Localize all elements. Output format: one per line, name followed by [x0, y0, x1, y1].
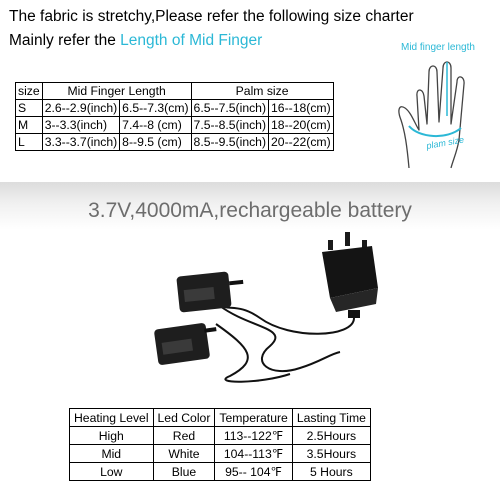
heating-level-header-cell: Heating Level [69, 408, 154, 427]
heat-table-row: High Red 113--122℉ 2.5Hours [69, 426, 371, 445]
size-table-row: M 3--3.3(inch) 7.4--8 (cm) 7.5--8.5(inch… [15, 116, 334, 134]
lasting-time-cell: 3.5Hours [291, 444, 371, 463]
battery-title: 3.7V,4000mA,rechargeable battery [88, 199, 412, 222]
heat-table-row: Mid White 104--113℉ 3.5Hours [69, 444, 371, 463]
battery-charger-photo [154, 232, 378, 383]
led-color-cell: Red [152, 426, 216, 445]
size-header-cell: size [15, 82, 43, 100]
finger-cm-cell: 8--9.5 (cm) [119, 133, 192, 151]
palm-inch-cell: 8.5--9.5(inch) [190, 133, 270, 151]
led-color-cell: Blue [152, 462, 216, 481]
finger-length-label: Mid finger length [401, 42, 475, 53]
finger-cm-cell: 6.5--7.3(cm) [119, 99, 192, 117]
palm-inch-cell: 6.5--7.5(inch) [190, 99, 270, 117]
mid-finger-note-prefix: Mainly refer the [9, 32, 121, 49]
lasting-time-cell: 5 Hours [291, 462, 371, 481]
size-chart-table: size Mid Finger Length Palm size S 2.6--… [15, 82, 334, 151]
mid-finger-note-highlight: Length of Mid Finger [120, 32, 263, 49]
palm-cm-cell: 16--18(cm) [268, 99, 334, 117]
size-cell: L [15, 133, 43, 151]
heating-level-table: Heating Level Led Color Temperature Last… [69, 408, 371, 481]
lasting-time-cell: 2.5Hours [291, 426, 371, 445]
led-color-header-cell: Led Color [152, 408, 216, 427]
temperature-header-cell: Temperature [214, 408, 293, 427]
palm-size-header-cell: Palm size [190, 82, 334, 100]
finger-inch-cell: 3--3.3(inch) [41, 116, 121, 134]
size-table-header-row: size Mid Finger Length Palm size [15, 82, 334, 100]
wall-charger-icon [322, 232, 378, 318]
heating-level-cell: Mid [69, 444, 154, 463]
temperature-cell: 104--113℉ [214, 444, 293, 463]
charger-cable-icon [219, 305, 355, 335]
size-cell: S [15, 99, 43, 117]
finger-inch-cell: 2.6--2.9(inch) [41, 99, 121, 117]
mid-finger-header-cell: Mid Finger Length [41, 82, 192, 100]
temperature-cell: 95-- 104℉ [214, 462, 293, 481]
hand-measurement-diagram: Mid finger length plam size [398, 42, 475, 169]
palm-measure-curve-icon [408, 125, 462, 137]
palm-cm-cell: 18--20(cm) [268, 116, 334, 134]
size-cell: M [15, 116, 43, 134]
battery-pack-icon [176, 271, 244, 313]
battery-pack-icon [154, 323, 217, 365]
finger-inch-cell: 3.3--3.7(inch) [41, 133, 121, 151]
size-table-row: S 2.6--2.9(inch) 6.5--7.3(cm) 6.5--7.5(i… [15, 99, 334, 117]
size-table-row: L 3.3--3.7(inch) 8--9.5 (cm) 8.5--9.5(in… [15, 133, 334, 151]
temperature-cell: 113--122℉ [214, 426, 293, 445]
heat-table-row: Low Blue 95-- 104℉ 5 Hours [69, 462, 371, 481]
size-note-line: The fabric is stretchy,Please refer the … [9, 8, 414, 25]
finger-cm-cell: 7.4--8 (cm) [119, 116, 192, 134]
heating-level-cell: High [69, 426, 154, 445]
hand-outline-icon [398, 61, 465, 169]
lasting-time-header-cell: Lasting Time [291, 408, 371, 427]
heat-table-header-row: Heating Level Led Color Temperature Last… [69, 408, 371, 427]
palm-size-label: plam size [425, 135, 465, 152]
palm-cm-cell: 20--22(cm) [268, 133, 334, 151]
mid-finger-note-line: Mainly refer the Length of Mid Finger [9, 32, 262, 50]
heating-level-cell: Low [69, 462, 154, 481]
palm-inch-cell: 7.5--8.5(inch) [190, 116, 270, 134]
led-color-cell: White [152, 444, 216, 463]
